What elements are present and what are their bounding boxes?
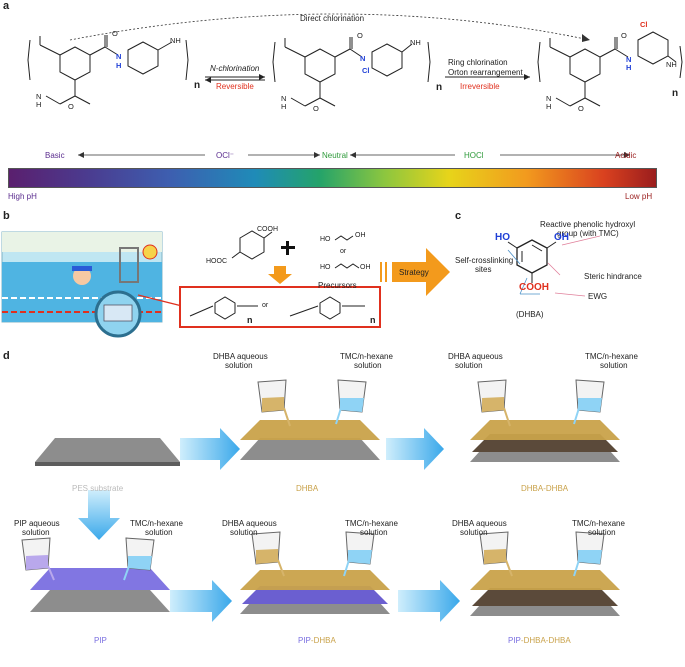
atom-h: H: [36, 100, 42, 109]
dhba-ho: HO: [495, 232, 510, 243]
atom-nh-end: NH: [410, 38, 421, 47]
pip-caption: PIP: [94, 636, 107, 645]
atom-o: O: [112, 29, 118, 38]
tmc-label-1: TMC/n-hexane: [340, 352, 393, 361]
tmc-label-10: solution: [588, 528, 616, 537]
dhba-oh: OH: [554, 232, 569, 243]
dhba-aq-label-1: DHBA aqueous: [213, 352, 268, 361]
reversible-label: Reversible: [216, 82, 254, 91]
atom-o: O: [578, 104, 584, 113]
tmc-label-5: TMC/n-hexane: [130, 519, 183, 528]
tmc-label-7: TMC/n-hexane: [345, 519, 398, 528]
panel-a-graphics: [27, 13, 683, 158]
dhba-aq-label-3: DHBA aqueous: [448, 352, 503, 361]
basic-label: Basic: [45, 151, 65, 160]
orton-label: Orton rearrangement: [448, 68, 523, 77]
n-chlorination-label: N-chlorination: [210, 64, 260, 73]
high-ph-label: High pH: [8, 192, 37, 201]
dhba-aq-label-6: solution: [230, 528, 258, 537]
direct-chlorination-label: Direct chlorination: [300, 14, 365, 23]
tmc-label-8: solution: [360, 528, 388, 537]
strategy-label: Strategy: [399, 268, 429, 277]
atom-nh-end: NH: [170, 36, 181, 45]
ph-gradient-bar: [8, 168, 657, 188]
atom-cl-blue: Cl: [362, 66, 370, 75]
panel-a-label: a: [3, 0, 10, 12]
panel-d-label: d: [3, 350, 10, 362]
ho-label-1: HO: [320, 236, 331, 243]
precursors-label: Precursors: [318, 281, 357, 290]
dhba-aq-label-7: DHBA aqueous: [452, 519, 507, 528]
dhba-caption: (DHBA): [516, 310, 544, 319]
or-label-2: or: [262, 302, 269, 309]
atom-n: N: [281, 94, 287, 103]
atom-h-blue: H: [116, 61, 122, 70]
steric-label: Steric hindrance: [584, 272, 642, 281]
pip-dhba-caption-dhba: -DHBA: [310, 636, 336, 645]
pip-dhba-caption: PIP-DHBA: [298, 636, 336, 645]
atom-n: N: [546, 94, 552, 103]
tmc-label-2: solution: [354, 361, 382, 370]
hocl-label: HOCl: [464, 151, 484, 160]
repeat-n-2: n: [436, 82, 443, 93]
dhba-caption-d: DHBA: [296, 484, 319, 493]
reactive-label-1: Reactive phenolic hydroxyl: [540, 220, 636, 229]
atom-o: O: [357, 31, 363, 40]
dhba-aq-label-5: DHBA aqueous: [222, 519, 277, 528]
atom-h-blue: H: [626, 63, 632, 72]
tmc-label-6: solution: [145, 528, 173, 537]
atom-n: N: [36, 92, 42, 101]
selfcross-label-2: sites: [475, 265, 492, 274]
ring-chlorination-label: Ring chlorination: [448, 58, 508, 67]
ocl-label: OCl⁻: [216, 151, 234, 160]
acidic-label: Acidic: [615, 151, 637, 160]
atom-n-blue: N: [116, 52, 122, 61]
or-label-1: or: [340, 248, 347, 255]
irreversible-label: Irreversible: [460, 82, 500, 91]
pip-aq-label-2: solution: [22, 528, 50, 537]
atom-o: O: [313, 104, 319, 113]
oh-label-1: OH: [355, 232, 366, 239]
pes-caption: PES substrate: [72, 484, 124, 493]
atom-n-blue: N: [626, 55, 632, 64]
atom-cl-red: Cl: [640, 20, 648, 29]
neutral-label: Neutral: [322, 151, 348, 160]
cooh-label: COOH: [257, 226, 278, 233]
reactive-label-2: group (with TMC): [557, 229, 619, 238]
dhba-aq-label-4: solution: [455, 361, 483, 370]
atom-h: H: [281, 102, 287, 111]
dhba-aq-label-8: solution: [460, 528, 488, 537]
pip-dhba-dhba-caption: PIP-DHBA-DHBA: [508, 636, 571, 645]
dhba-dhba-caption: DHBA-DHBA: [521, 484, 569, 493]
pdd-caption-pip: PIP: [508, 636, 521, 645]
low-ph-label: Low pH: [625, 192, 653, 201]
atom-nh-end: NH: [666, 60, 677, 69]
ho-label-2: HO: [320, 264, 331, 271]
pip-dhba-caption-pip: PIP: [298, 636, 311, 645]
repeat-n-3: n: [672, 88, 679, 99]
pdd-caption-dhba2: -DHBA: [545, 636, 571, 645]
panel-b-label: b: [3, 210, 10, 222]
tmc-label-3: TMC/n-hexane: [585, 352, 638, 361]
repeat-n-1: n: [194, 80, 201, 91]
atom-o: O: [621, 31, 627, 40]
selfcross-label-1: Self-crosslinking: [455, 256, 514, 265]
ewg-label: EWG: [588, 292, 608, 301]
oh-label-2: OH: [360, 264, 371, 271]
atom-n-blue: N: [360, 54, 366, 63]
tmc-label-4: solution: [600, 361, 628, 370]
pdd-caption-dhba1: -DHBA: [520, 636, 546, 645]
dhba-aq-label-2: solution: [225, 361, 253, 370]
atom-o: O: [68, 102, 74, 111]
repeat-n-b1: n: [247, 315, 253, 325]
hooc-label: HOOC: [206, 258, 227, 265]
repeat-n-b2: n: [370, 315, 376, 325]
panel-c-label: c: [455, 210, 462, 222]
atom-h: H: [546, 102, 552, 111]
tmc-label-9: TMC/n-hexane: [572, 519, 625, 528]
pip-aq-label-1: PIP aqueous: [14, 519, 60, 528]
dhba-cooh: COOH: [519, 282, 549, 293]
